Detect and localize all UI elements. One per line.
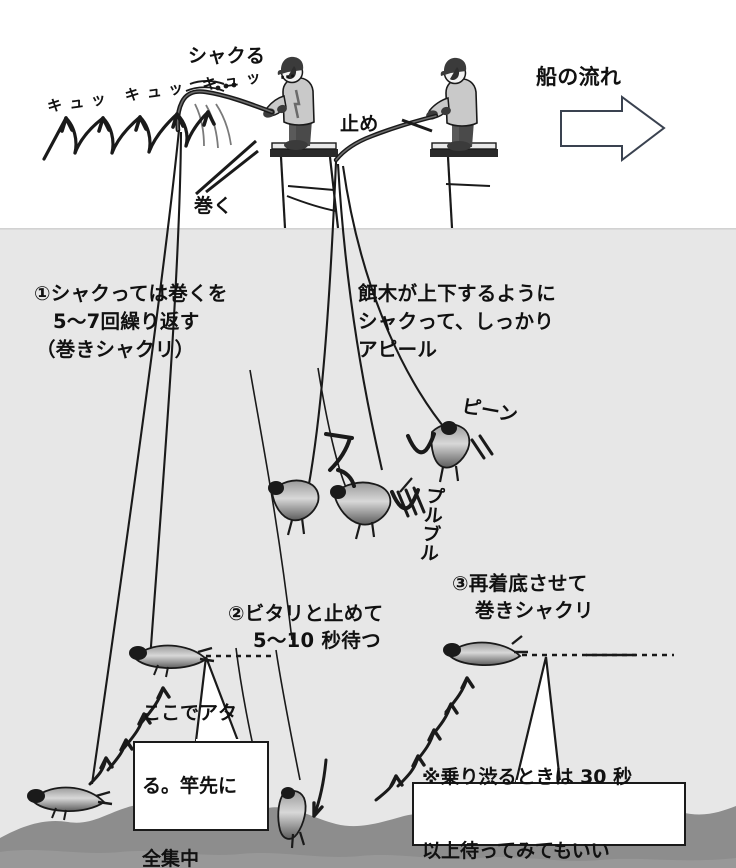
label-boat-flow: 船の流れ [536, 65, 622, 89]
egi-bottom-left [27, 786, 113, 821]
line-left [90, 129, 181, 785]
step2-line2: 5〜10 秒待つ [253, 629, 381, 652]
fishing-rod-right [333, 113, 439, 163]
seabed-highlight [0, 850, 736, 868]
callout-bite-line3: 全集中 [142, 847, 200, 868]
line-left-2 [148, 131, 183, 661]
egi-mid-right [443, 635, 528, 667]
egi-bottom-center [277, 787, 307, 849]
label-stop: 止め [340, 113, 379, 135]
line-right-3 [341, 165, 449, 433]
jerk-motion-arrows [42, 110, 216, 161]
sfx-fu-strokes [324, 432, 356, 488]
callout-bite-line1: ここでアタ [142, 701, 238, 724]
egi-mid-left [129, 644, 215, 678]
egi-mid-center [330, 477, 413, 540]
egi-mid-center-left [268, 479, 320, 536]
callout-wait-line1: ※乗り渋るときは 30 秒 [422, 765, 633, 788]
step3-line2: 巻きシャクリ [475, 599, 594, 622]
line-right [304, 161, 338, 501]
callout-wait-line2: 以上待ってみてもいい [422, 839, 610, 862]
water-area [0, 228, 736, 868]
callout-bite-line2: る。竿先に [142, 774, 238, 797]
step2-line1: ②ビタリと止めて [228, 602, 384, 625]
step1-line3: （巻きシャクリ） [36, 338, 195, 361]
line-right-2 [336, 163, 384, 471]
label-jerk: シャクる [188, 45, 266, 67]
angler-left [263, 56, 315, 150]
water-surface-line [0, 228, 736, 230]
label-reel: 巻く [194, 195, 233, 217]
leader-step2b [275, 649, 301, 781]
fall-arrow-center [312, 758, 328, 818]
mid-note-line3: アピール [358, 338, 438, 361]
jerk-dots [215, 82, 237, 91]
sfx-speed-lines [396, 434, 494, 518]
callout-bite: ここでアタ る。竿先に 全集中 [133, 702, 269, 868]
step1-line1: ①シャクっては巻くを [34, 282, 228, 305]
rise-arrows-left [88, 686, 171, 786]
step3-line1: ③再着底させて [452, 572, 588, 595]
egi-upper-right [430, 421, 471, 483]
angler-right [426, 57, 478, 151]
boat-flow-arrow [560, 95, 666, 163]
callout-wait-note: ※乗り渋るときは 30 秒 以上待ってみてもいい [412, 766, 686, 862]
mid-note-line2: シャクって、しっかり [358, 310, 555, 333]
step1-line2: 5〜7回繰り返す [53, 310, 200, 333]
rise-arrows-right [374, 676, 475, 802]
mid-note-line1: 餌木が上下するように [358, 282, 557, 305]
